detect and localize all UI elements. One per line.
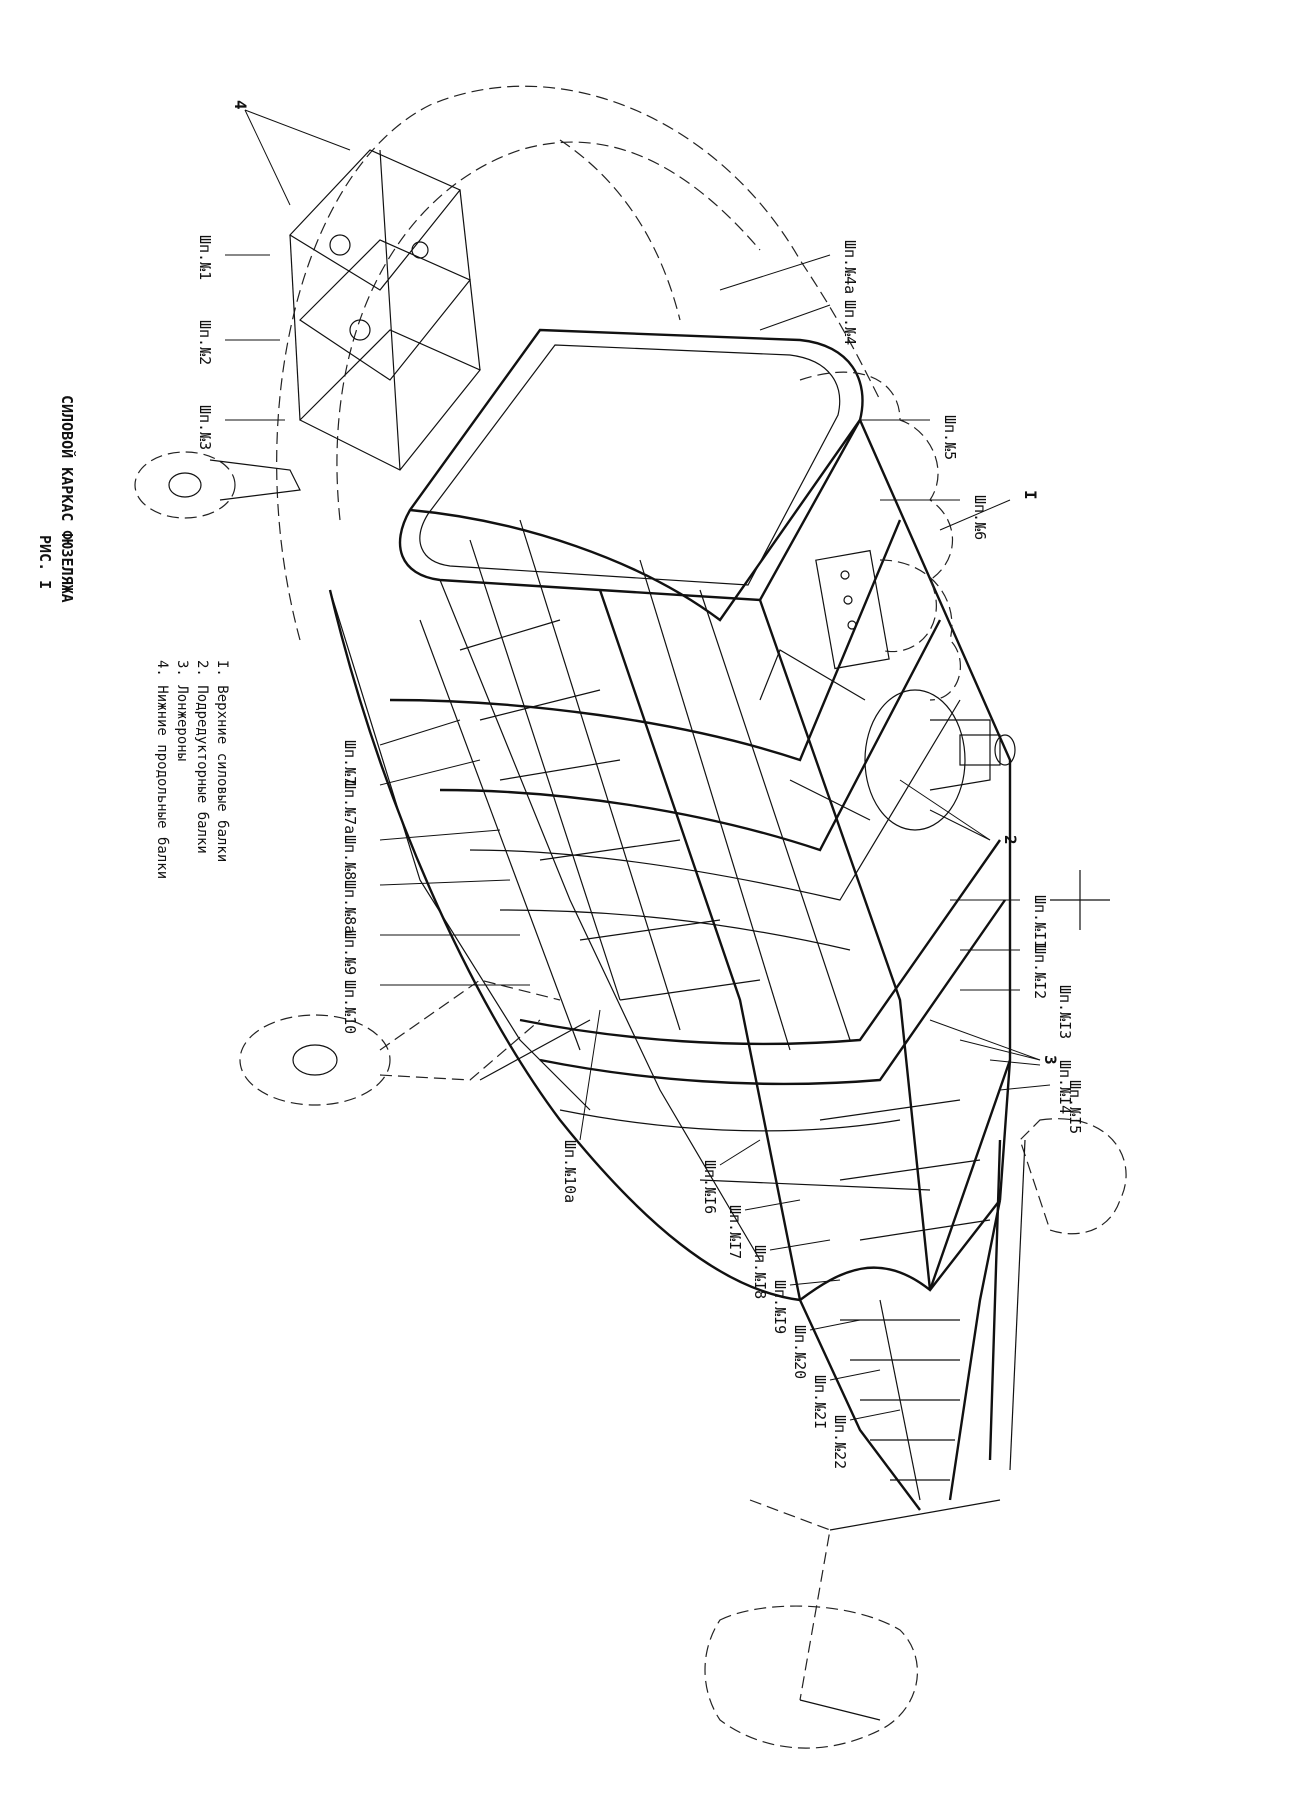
engine-outline bbox=[799, 371, 961, 701]
stabilizer-beam-2 bbox=[1009, 1139, 1026, 1471]
nose-glazing-arc bbox=[559, 139, 681, 321]
label-frame-18: Шп.№I8 bbox=[751, 1245, 769, 1299]
label-frame-3: Шп.№3 bbox=[196, 405, 214, 450]
label-frame-7a: Шп.№7а bbox=[341, 780, 359, 834]
label-frame-19: Шп.№I9 bbox=[771, 1280, 789, 1334]
label-frame-8: Шп.№8 bbox=[341, 835, 359, 880]
label-frame-15: Шп.№I5 bbox=[1066, 1080, 1084, 1134]
label-frame-2: Шп.№2 bbox=[196, 320, 214, 365]
label-frame-12: Шп.№I2 bbox=[1031, 945, 1049, 999]
label-frame-9: Шп.№9 bbox=[341, 930, 359, 975]
legend: I. Верхние силовые балки 2. Подредукторн… bbox=[154, 660, 230, 879]
frame-labels: Шп.№1 Шп.№2 Шп.№3 Шп.№4а Шп.№4 Шп.№5 Шп.… bbox=[196, 235, 1084, 1469]
legend-item-2: 2. Подредукторные балки bbox=[194, 660, 210, 854]
stringers-group bbox=[419, 519, 991, 1241]
nose-floor-structure bbox=[289, 149, 481, 471]
label-frame-8a: Шп.№8а bbox=[341, 880, 359, 934]
caption-title: СИЛОВОЙ КАРКАС ФЮЗЕЛЯЖА bbox=[58, 395, 77, 603]
stabilizer-plate-left bbox=[704, 1605, 918, 1749]
label-frame-4a: Шп.№4а bbox=[841, 240, 859, 294]
fuselage-lower-edge bbox=[328, 589, 801, 1302]
label-frame-5: Шп.№5 bbox=[941, 415, 959, 460]
label-frame-10: Шп.№10 bbox=[341, 980, 359, 1034]
label-frame-1: Шп.№1 bbox=[196, 235, 214, 280]
callout-3: 3 bbox=[1041, 1055, 1060, 1065]
legend-item-3: 3. Лонжероны bbox=[174, 660, 190, 761]
leader-lines bbox=[225, 109, 1051, 1421]
label-frame-6: Шп.№6 bbox=[971, 495, 989, 540]
legend-item-1: I. Верхние силовые балки bbox=[214, 660, 230, 862]
frame-4-inner bbox=[419, 344, 841, 586]
datum-cross bbox=[1050, 870, 1110, 930]
callout-4: 4 bbox=[231, 100, 250, 110]
frames-group bbox=[389, 419, 1012, 1301]
label-frame-21: Шп.№2I bbox=[811, 1375, 829, 1429]
legend-item-4: 4. Нижние продольные балки bbox=[154, 660, 170, 879]
label-frame-22: Шп.№22 bbox=[831, 1415, 849, 1469]
fuselage-keel bbox=[439, 579, 761, 1261]
main-wheel bbox=[239, 979, 591, 1106]
tail-boom bbox=[749, 1199, 1002, 1721]
stabilizer-plate-right bbox=[1019, 1118, 1127, 1235]
fuselage-upper-longeron bbox=[758, 599, 932, 1291]
frame-4-outline bbox=[398, 328, 864, 602]
label-frame-16: Шп.№I6 bbox=[701, 1160, 719, 1214]
rotor-shaft bbox=[759, 649, 1016, 831]
nose-dome-outline bbox=[276, 85, 881, 641]
callout-2: 2 bbox=[1001, 835, 1020, 845]
nose-dome-inner bbox=[336, 141, 761, 521]
label-frame-10a: Шп.№10а bbox=[561, 1140, 579, 1203]
label-frame-11: Шп.№II bbox=[1031, 895, 1049, 949]
callout-1: I bbox=[1021, 490, 1040, 500]
label-frame-13: Шп.№I3 bbox=[1056, 985, 1074, 1039]
fuselage-mid-longeron bbox=[598, 589, 802, 1301]
fuselage-belly bbox=[329, 589, 591, 1111]
fuselage-top-edge bbox=[858, 419, 1012, 1201]
label-frame-17: Шп.№I7 bbox=[726, 1205, 744, 1259]
stabilizer-beam bbox=[988, 1139, 1002, 1461]
label-frame-7: Шп.№7 bbox=[341, 740, 359, 785]
label-frame-4: Шп.№4 bbox=[841, 300, 859, 345]
nose-wheel bbox=[134, 451, 301, 519]
label-frame-20: Шп.№20 bbox=[791, 1325, 809, 1379]
caption-figure: РИС. I bbox=[36, 535, 54, 589]
label-frame-14: Шп.№I4 bbox=[1056, 1060, 1074, 1114]
